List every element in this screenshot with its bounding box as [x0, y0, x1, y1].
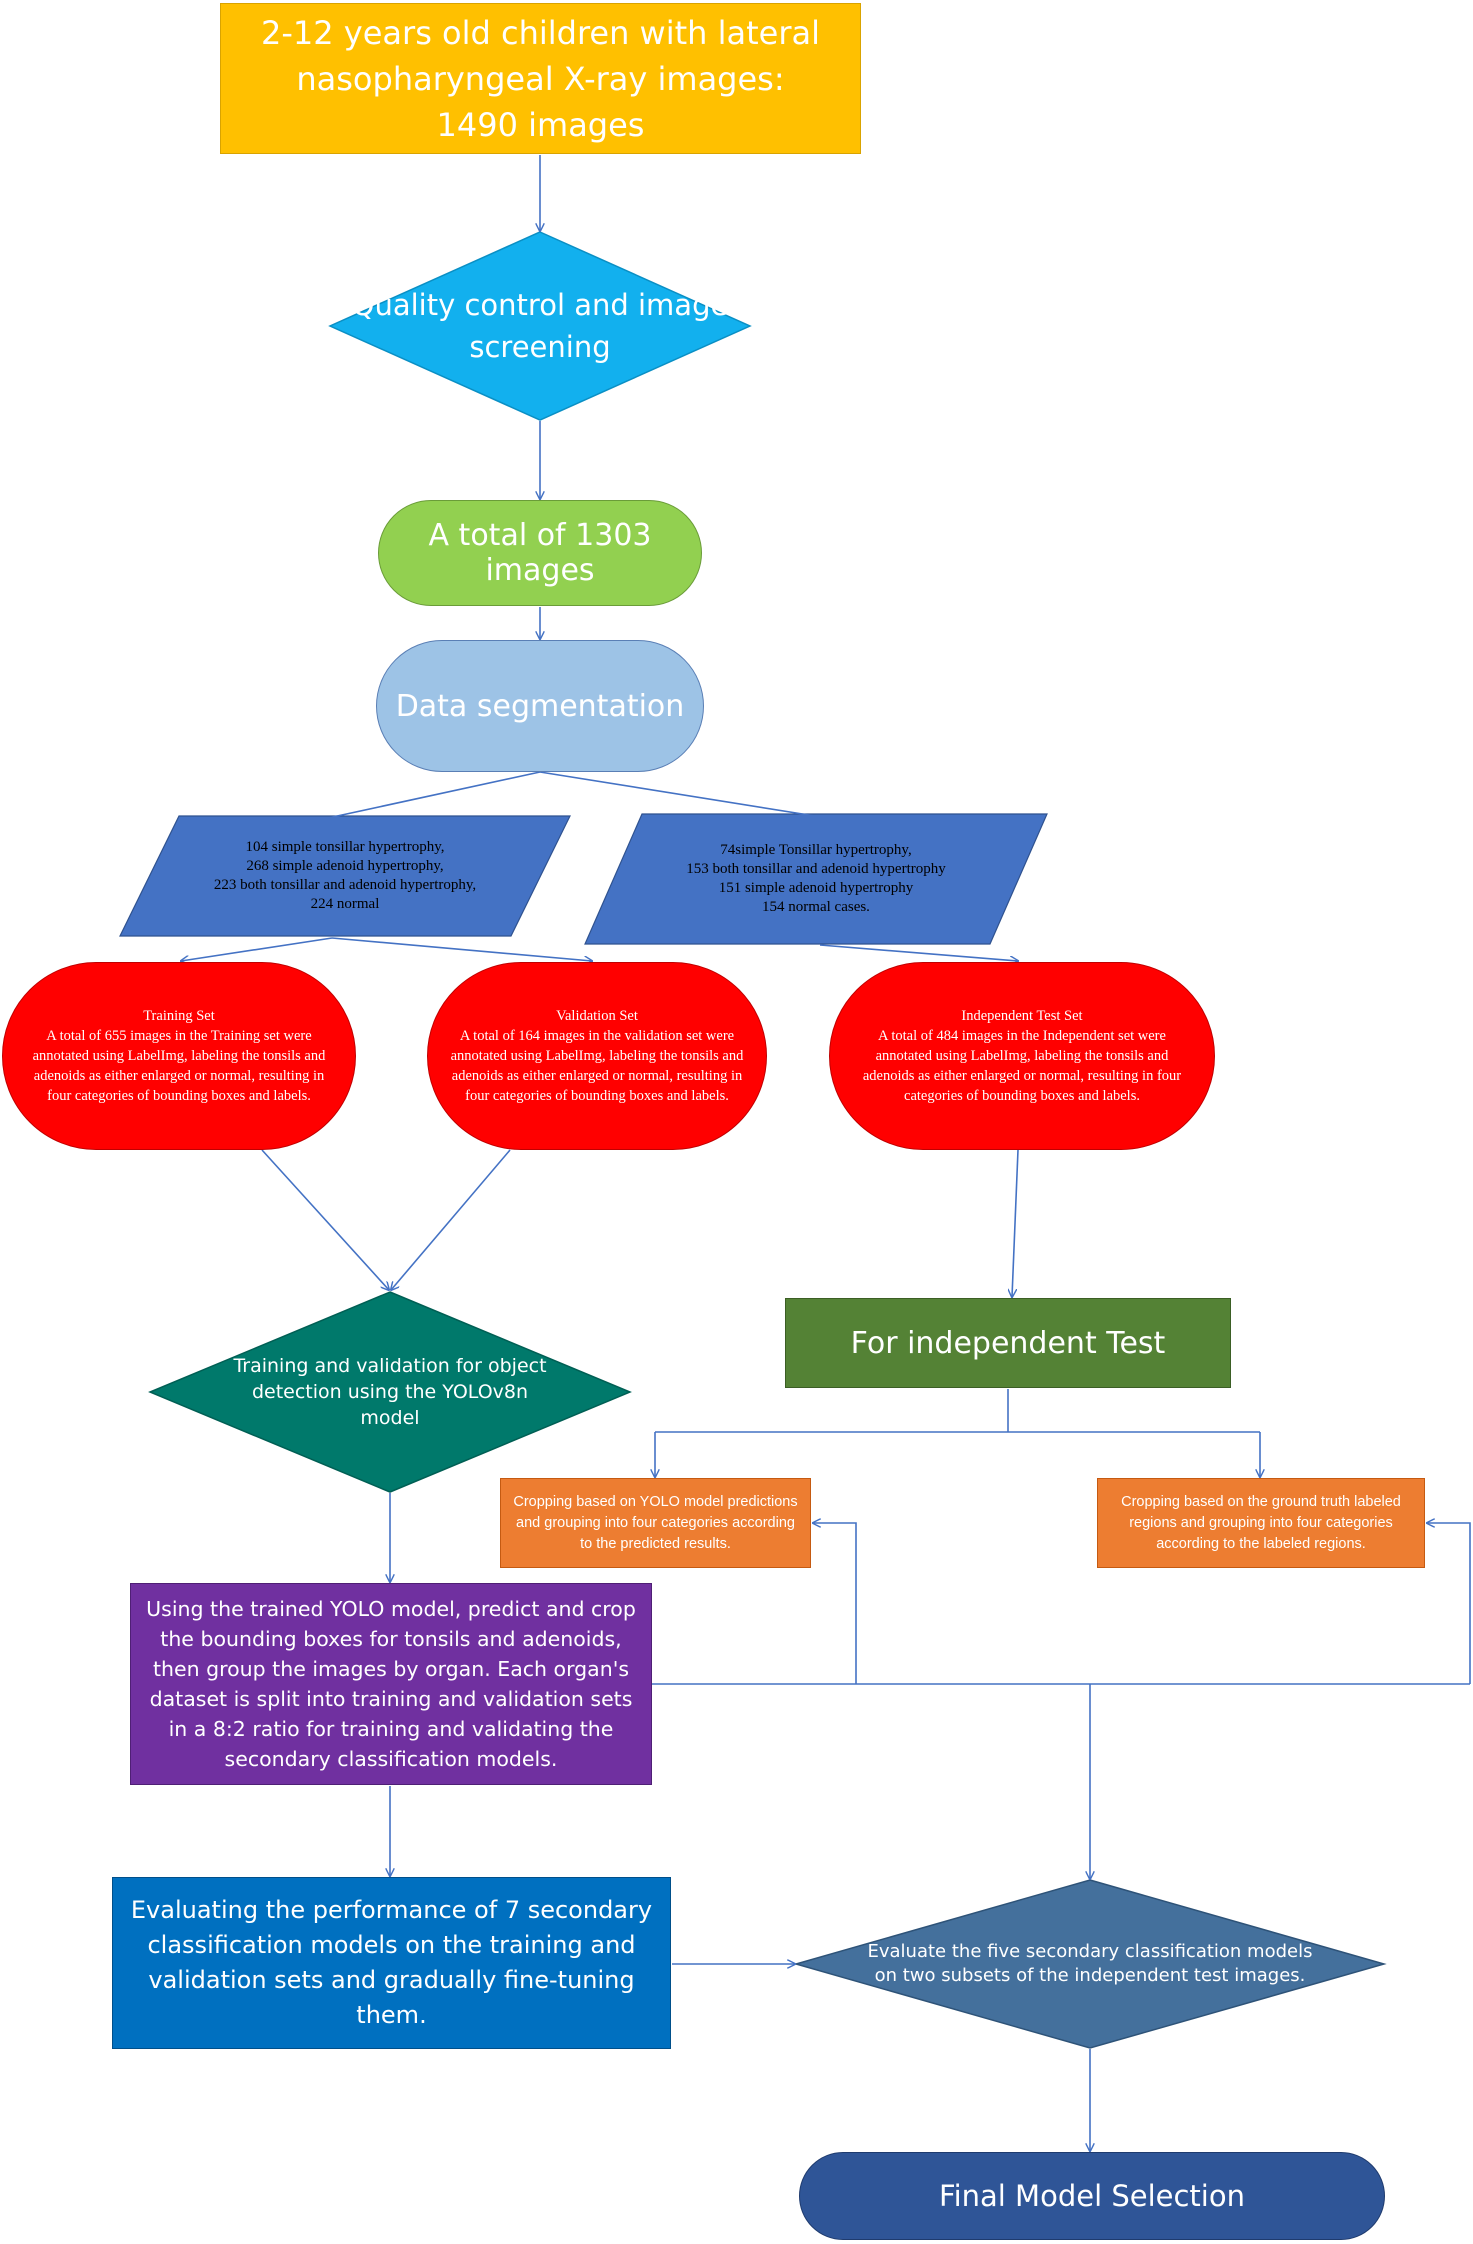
independent-test-set-pill: Independent Test Set A total of 484 imag…	[829, 962, 1215, 1150]
total-images-text: A total of 1303 images	[428, 518, 652, 588]
independent-split-text: 74simple Tonsillar hypertrophy, 153 both…	[686, 842, 946, 915]
predict-crop-text: Using the trained YOLO model, predict an…	[146, 1597, 636, 1771]
arrow-independent-to-test	[1012, 1149, 1019, 1297]
arrow-validation-to-yolo	[391, 1149, 511, 1290]
line-seg-to-right-split	[539, 771, 816, 817]
independent-test-set-text: Independent Test Set A total of 484 imag…	[862, 1008, 1182, 1104]
evaluate-seven-box: Evaluating the performance of 7 secondar…	[112, 1877, 671, 2049]
crop-yolo-text: Cropping based on YOLO model predictions…	[513, 1493, 798, 1552]
final-model-selection-pill: Final Model Selection	[799, 2152, 1385, 2240]
training-set-text: Training Set A total of 655 images in th…	[32, 1008, 326, 1104]
train-val-split-text: 104 simple tonsillar hypertrophy, 268 si…	[213, 839, 477, 912]
source-images-text: 2-12 years old children with lateral nas…	[261, 13, 820, 144]
source-images-box: 2-12 years old children with lateral nas…	[220, 3, 861, 154]
evaluate-seven-text: Evaluating the performance of 7 secondar…	[130, 1896, 653, 2029]
line-seg-to-left-split	[327, 771, 541, 819]
for-independent-test-text: For independent Test	[850, 1325, 1166, 1361]
arrow-training-to-yolo	[261, 1149, 389, 1290]
data-segmentation-pill: Data segmentation	[376, 640, 704, 772]
arrow-loop-to-crop-gt	[1427, 1523, 1471, 1684]
yolo-training-diamond	[148, 1291, 632, 1493]
crop-ground-truth-text: Cropping based on the ground truth label…	[1121, 1493, 1401, 1552]
evaluate-five-label: Evaluate the five secondary classificati…	[796, 1880, 1384, 2048]
arrow-loop-to-crop-yolo	[813, 1523, 857, 1684]
train-val-split-label: 104 simple tonsillar hypertrophy, 268 si…	[120, 816, 570, 936]
crop-ground-truth-box: Cropping based on the ground truth label…	[1097, 1478, 1425, 1568]
quality-control-label: Quality control and image screening	[330, 232, 750, 420]
evaluate-five-diamond	[793, 1879, 1387, 2049]
validation-set-pill: Validation Set A total of 164 images in …	[427, 962, 767, 1150]
total-images-pill: A total of 1303 images	[378, 500, 702, 606]
arrow-split-to-training	[181, 937, 333, 961]
arrow-split-to-independent	[819, 944, 1018, 961]
independent-split-parallelogram	[584, 813, 1048, 945]
for-independent-test-box: For independent Test	[785, 1298, 1231, 1388]
training-set-pill: Training Set A total of 655 images in th…	[2, 962, 356, 1150]
quality-control-diamond	[328, 231, 752, 421]
train-val-split-parallelogram	[119, 815, 571, 937]
arrow-split-to-validation	[331, 937, 592, 961]
independent-split-label: 74simple Tonsillar hypertrophy, 153 both…	[585, 814, 1047, 944]
evaluate-five-text: Evaluate the five secondary classificati…	[867, 1941, 1313, 1986]
final-model-selection-text: Final Model Selection	[939, 2179, 1245, 2213]
crop-yolo-box: Cropping based on YOLO model predictions…	[500, 1478, 811, 1568]
data-segmentation-text: Data segmentation	[395, 688, 685, 724]
predict-crop-box: Using the trained YOLO model, predict an…	[130, 1583, 652, 1785]
yolo-training-text: Training and validation for object detec…	[233, 1355, 547, 1429]
yolo-training-label: Training and validation for object detec…	[150, 1292, 630, 1492]
validation-set-text: Validation Set A total of 164 images in …	[450, 1008, 744, 1104]
quality-control-text: Quality control and image screening	[351, 288, 729, 364]
